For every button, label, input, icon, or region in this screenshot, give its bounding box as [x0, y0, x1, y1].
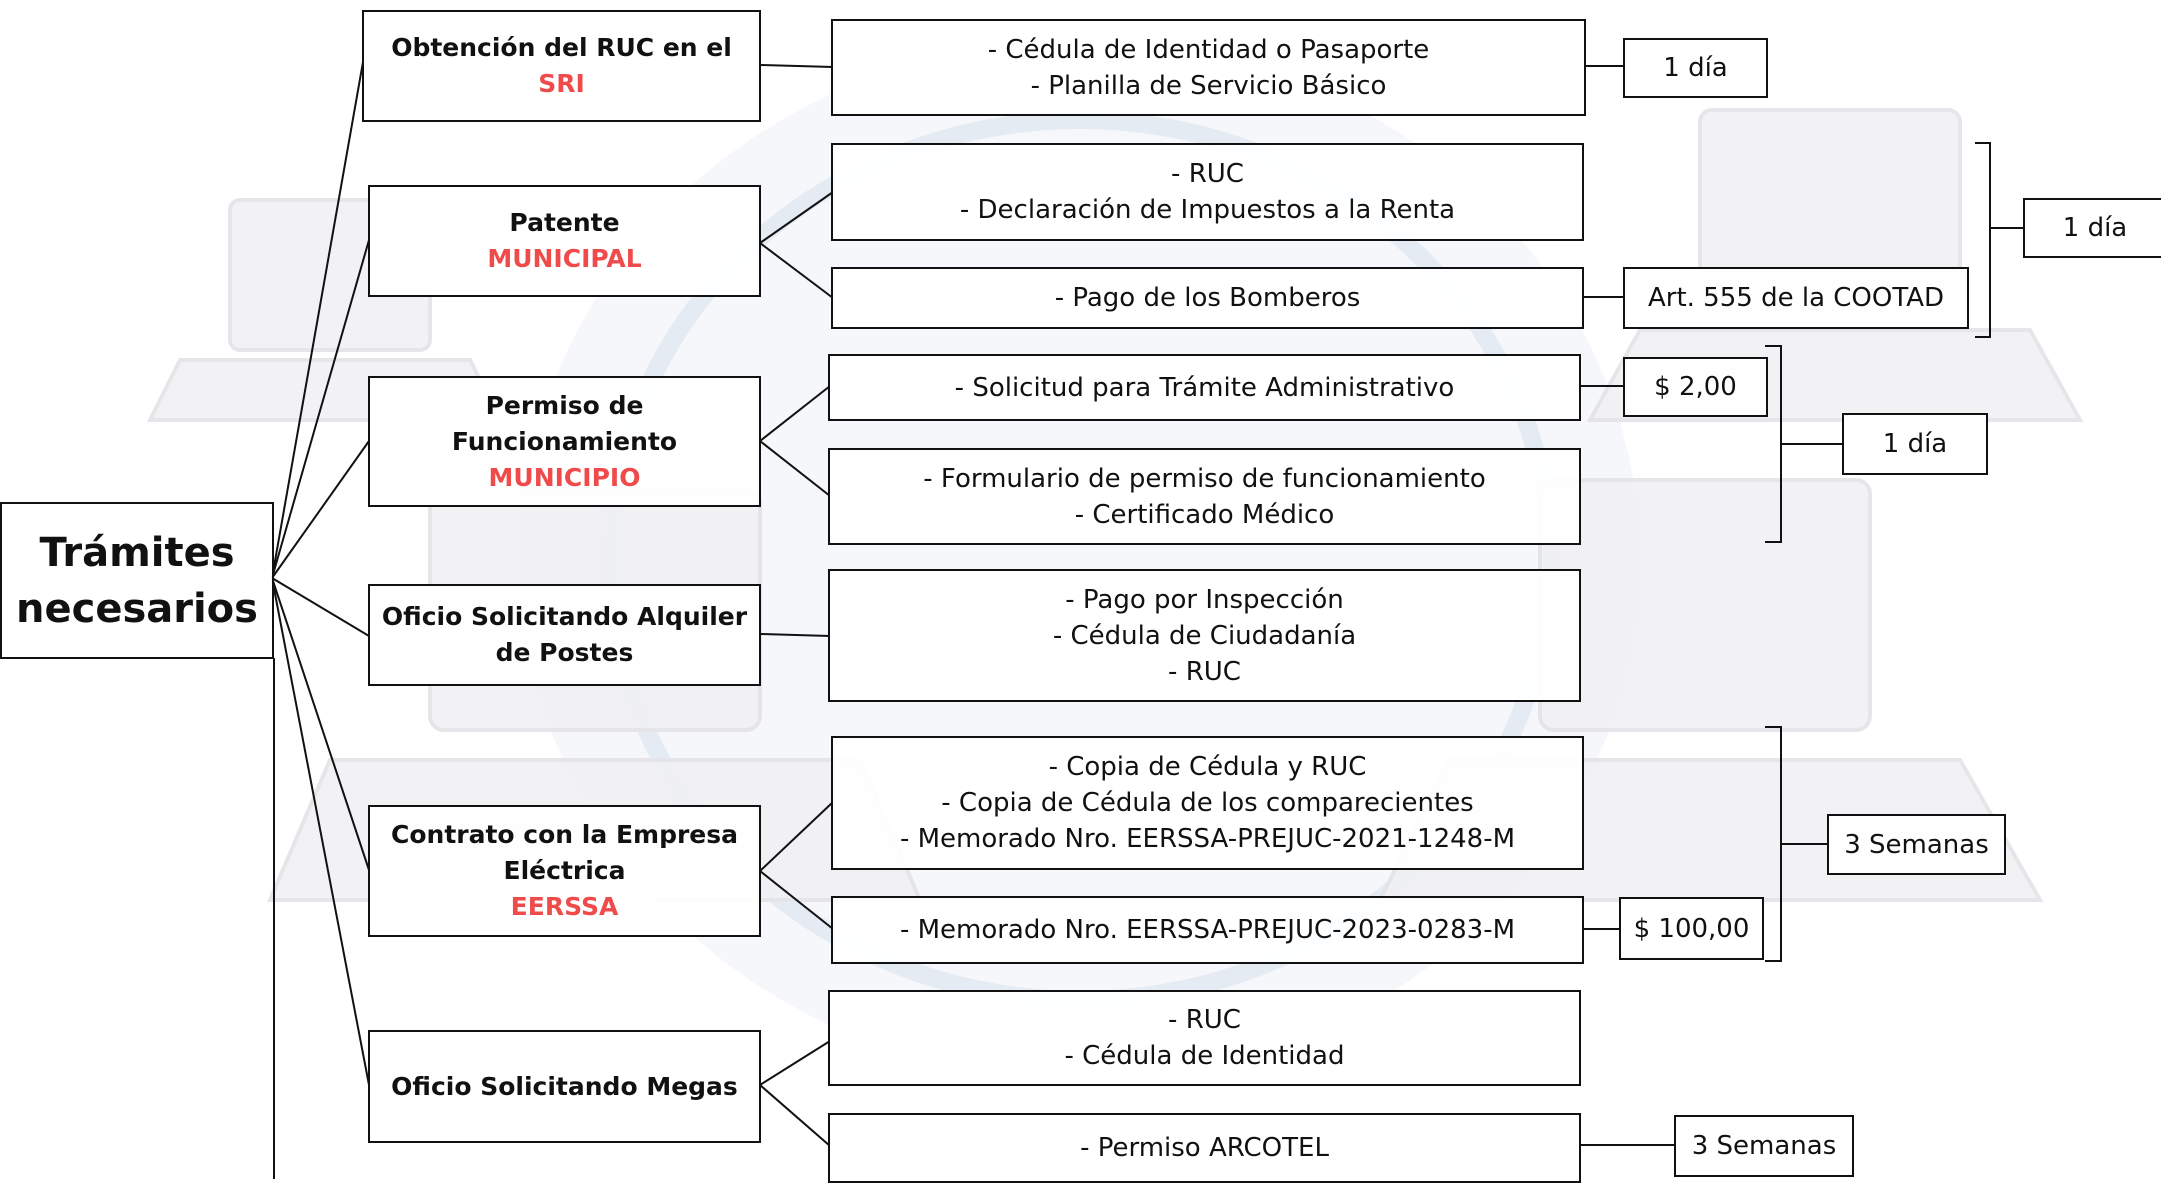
- requirement-bomberos: - Pago de los Bomberos: [831, 267, 1584, 329]
- cootad-tag: Art. 555 de la COOTAD: [1623, 267, 1969, 329]
- requirement-postes: - Pago por Inspección - Cédula de Ciudad…: [828, 569, 1581, 702]
- time-tag-permiso: 1 día: [1842, 413, 1988, 475]
- category-label-line2: Eléctrica: [503, 856, 626, 885]
- requirement-line: - Cédula de Identidad o Pasaporte: [987, 34, 1430, 65]
- requirement-line: - Cédula de Identidad: [1064, 1041, 1345, 1071]
- cost-label: $ 100,00: [1633, 913, 1750, 944]
- root-title-line2: necesarios: [16, 585, 258, 632]
- time-tag-arcotel: 3 Semanas: [1674, 1115, 1854, 1177]
- requirement-line: - Pago por Inspección: [1065, 584, 1344, 615]
- category-label-line2: de Postes: [495, 638, 634, 667]
- category-accent: MUNICIPIO: [488, 462, 641, 492]
- category-label: Oficio Solicitando Alquiler: [381, 602, 748, 631]
- category-label: Contrato con la Empresa: [391, 820, 738, 849]
- category-label-line2: Funcionamiento: [451, 426, 678, 456]
- requirement-line: - Copia de Cédula de los comparecientes: [941, 788, 1474, 818]
- requirement-line: - Cédula de Ciudadanía: [1052, 620, 1357, 651]
- category-label: Oficio Solicitando Megas: [391, 1071, 738, 1101]
- requirement-formulario: - Formulario de permiso de funcionamient…: [828, 448, 1581, 545]
- cost-label: $ 2,00: [1654, 372, 1737, 402]
- time-tag-label: 3 Semanas: [1844, 829, 1989, 860]
- time-tag-patente: 1 día: [2023, 198, 2161, 258]
- requirement-line: - RUC: [1171, 159, 1244, 189]
- time-tag-label: 1 día: [1663, 53, 1728, 83]
- requirement-ruc-docs: - Cédula de Identidad o Pasaporte - Plan…: [831, 19, 1586, 116]
- requirement-line: - Formulario de permiso de funcionamient…: [923, 463, 1486, 494]
- requirement-megas-docs: - RUC - Cédula de Identidad: [828, 990, 1581, 1086]
- category-megas: Oficio Solicitando Megas: [368, 1030, 761, 1143]
- time-tag-label: 1 día: [2062, 213, 2128, 243]
- time-tag-sri: 1 día: [1623, 38, 1768, 98]
- time-tag-label: 1 día: [1882, 429, 1948, 459]
- time-tag-contrato: 3 Semanas: [1827, 814, 2006, 875]
- root-title-line1: Trámites: [39, 529, 235, 576]
- requirement-solicitud: - Solicitud para Trámite Administrativo: [828, 354, 1581, 421]
- requirement-line: - Copia de Cédula y RUC: [1048, 752, 1367, 782]
- requirement-line: - Certificado Médico: [1074, 499, 1335, 530]
- category-label: Obtención del RUC en el: [391, 33, 732, 62]
- requirement-line: - RUC: [1168, 656, 1241, 687]
- category-label: Patente: [509, 208, 620, 237]
- requirement-patente-docs: - RUC - Declaración de Impuestos a la Re…: [831, 143, 1584, 241]
- requirement-line: - Memorado Nro. EERSSA-PREJUC-2023-0283-…: [899, 915, 1516, 945]
- category-alquiler-postes: Oficio Solicitando Alquiler de Postes: [368, 584, 761, 686]
- category-accent: EERSSA: [510, 892, 619, 921]
- requirement-line: - Memorado Nro. EERSSA-PREJUC-2021-1248-…: [899, 824, 1516, 854]
- category-label: Permiso de: [485, 390, 644, 420]
- cost-tag-memorando: $ 100,00: [1619, 897, 1764, 960]
- requirement-line: - Declaración de Impuestos a la Renta: [959, 195, 1456, 225]
- time-tag-label: 3 Semanas: [1691, 1131, 1837, 1161]
- requirement-line: - RUC: [1168, 1005, 1241, 1035]
- requirement-line: - Pago de los Bomberos: [1054, 283, 1361, 313]
- category-patente: Patente MUNICIPAL: [368, 185, 761, 297]
- requirement-memorando-2023: - Memorado Nro. EERSSA-PREJUC-2023-0283-…: [831, 896, 1584, 964]
- requirement-line: - Permiso ARCOTEL: [1080, 1133, 1329, 1163]
- category-accent: MUNICIPAL: [487, 244, 642, 273]
- requirement-contrato-docs: - Copia de Cédula y RUC - Copia de Cédul…: [831, 736, 1584, 870]
- category-accent: SRI: [538, 69, 585, 98]
- cootad-label: Art. 555 de la COOTAD: [1647, 283, 1945, 313]
- requirement-arcotel: - Permiso ARCOTEL: [828, 1113, 1581, 1183]
- cost-tag-solicitud: $ 2,00: [1623, 357, 1768, 417]
- requirement-line: - Planilla de Servicio Básico: [1030, 70, 1387, 101]
- category-contrato-eerssa: Contrato con la Empresa Eléctrica EERSSA: [368, 805, 761, 937]
- requirement-line: - Solicitud para Trámite Administrativo: [954, 372, 1455, 403]
- category-permiso: Permiso de Funcionamiento MUNICIPIO: [368, 376, 761, 507]
- category-ruc-sri: Obtención del RUC en el SRI: [362, 10, 761, 122]
- root-node: Trámites necesarios: [0, 502, 274, 659]
